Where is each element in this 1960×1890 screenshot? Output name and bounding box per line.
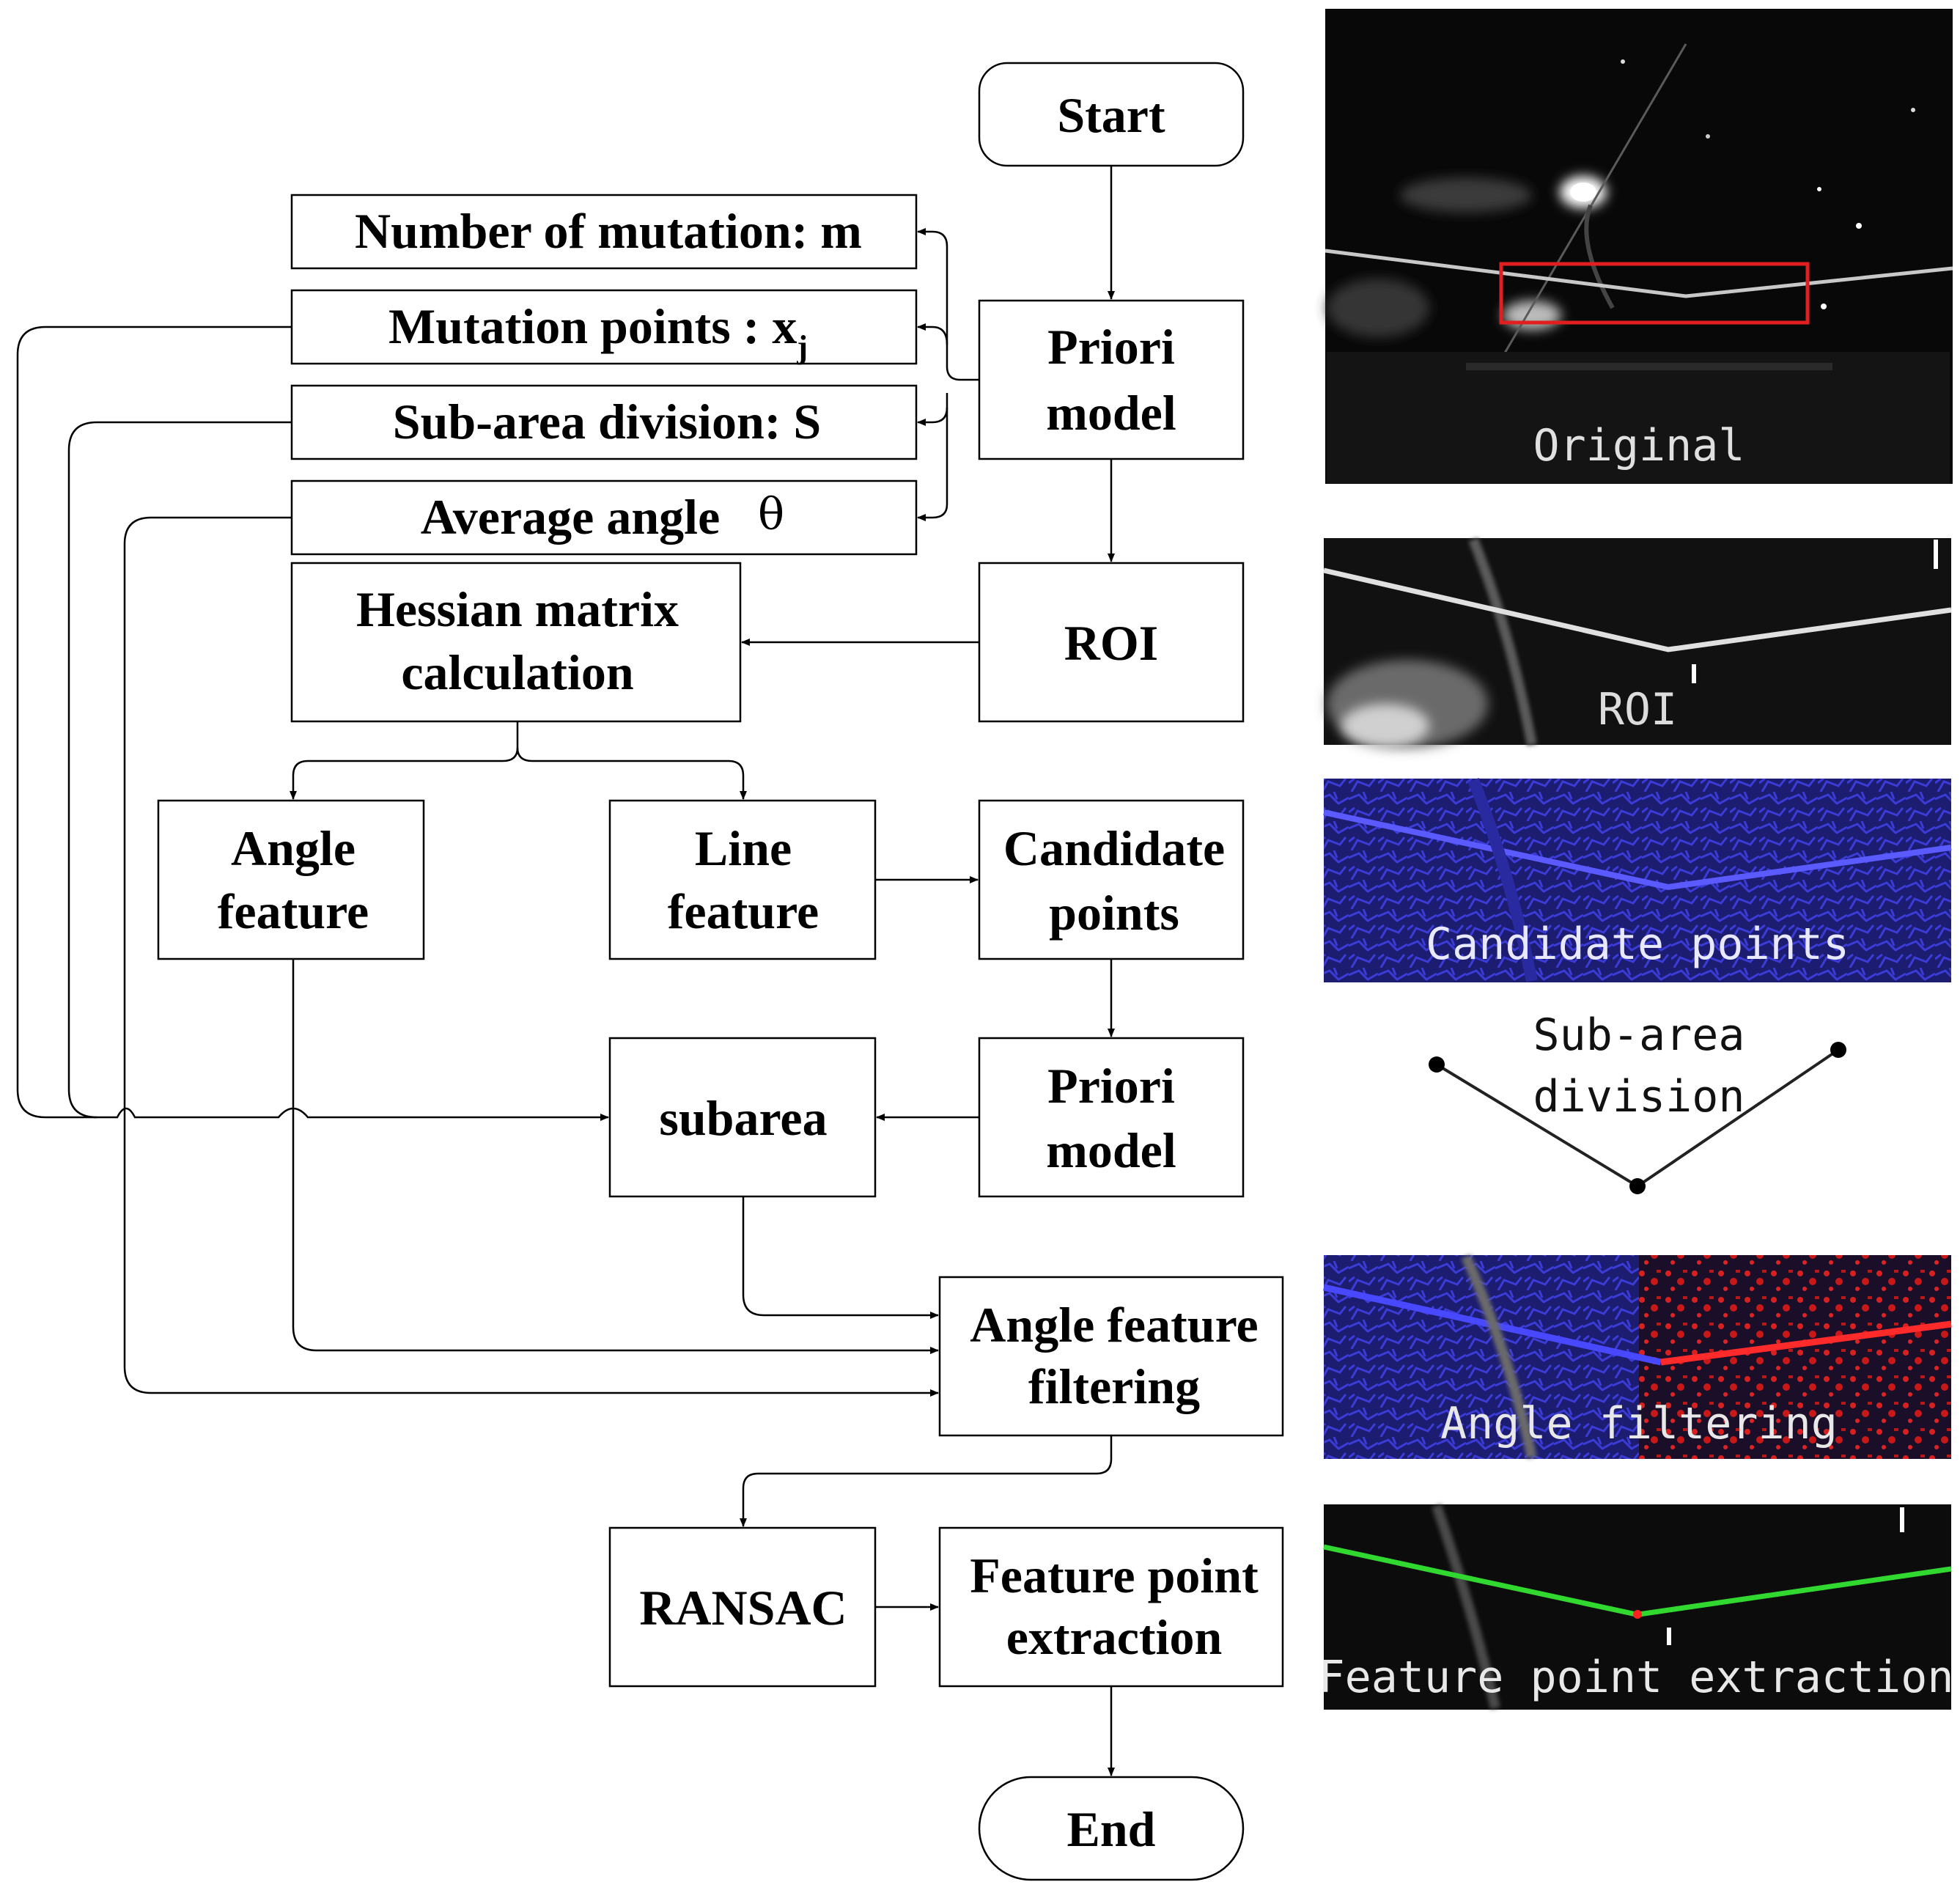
line-feature-node: Line feature: [608, 799, 877, 960]
svg-text:RANSAC: RANSAC: [639, 1580, 847, 1636]
number-of-mutation-box: Number of mutation: m: [290, 194, 918, 270]
svg-text:calculation: calculation: [401, 644, 633, 700]
edge-filtering-to-ransac: [740, 1435, 1113, 1527]
angle-filtering-image-panel: Angle filtering: [1323, 1254, 1952, 1459]
svg-text:Angle feature: Angle feature: [970, 1297, 1258, 1353]
original-image-panel: Original: [1325, 9, 1953, 484]
flowchart-edges: [16, 166, 1115, 1776]
svg-text:Line: Line: [695, 820, 792, 876]
edge-angle-feature-to-filtering: [292, 959, 939, 1354]
svg-text:Candidate: Candidate: [1003, 820, 1225, 876]
svg-text:feature: feature: [218, 883, 369, 939]
average-angle-box: Average angle θ: [290, 479, 918, 556]
svg-text:extraction: extraction: [1006, 1609, 1223, 1665]
svg-text:points: points: [1049, 885, 1179, 941]
mutation-points-box: Mutation points : xj: [290, 289, 918, 365]
sub-area-division-sketch: Sub-area division: [1429, 1010, 1846, 1194]
svg-text:Feature point: Feature point: [970, 1548, 1259, 1603]
svg-text:Angle: Angle: [231, 820, 355, 876]
priori-model-node-2: Priori model: [978, 1037, 1245, 1198]
edge-hessian-split: [290, 721, 519, 800]
svg-text:Average angle: Average angle: [421, 489, 721, 545]
svg-text:model: model: [1046, 385, 1176, 441]
subarea-node: subarea: [608, 1037, 877, 1198]
ransac-node: RANSAC: [608, 1526, 877, 1688]
svg-text:Number of mutation: m: Number of mutation: m: [355, 203, 862, 259]
svg-text:Sub-area division: S: Sub-area division: S: [393, 394, 821, 449]
roi-label: ROI: [1598, 684, 1677, 735]
svg-text:subarea: subarea: [659, 1090, 827, 1146]
roi-image-panel: ROI: [1323, 537, 1952, 748]
svg-text:ROI: ROI: [1064, 615, 1158, 671]
edge-sub-area-division-to-subarea: [67, 421, 292, 1119]
feature-point-extraction-image-panel: Feature point extraction: [1319, 1504, 1954, 1710]
edge-average-angle-to-filtering: [123, 516, 939, 1397]
mutation-points-label: Mutation points : x: [388, 298, 797, 354]
svg-text:Hessian matrix: Hessian matrix: [356, 581, 679, 637]
svg-text:Mutation points : xj: Mutation points : xj: [388, 298, 808, 365]
hessian-matrix-node: Hessian matrix calculation: [290, 562, 742, 723]
mutation-points-subscript: j: [796, 329, 808, 365]
end-node: End: [978, 1776, 1245, 1881]
candidate-points-node: Candidate points: [978, 799, 1245, 960]
roi-node: ROI: [978, 562, 1245, 723]
candidate-points-image-panel: Candidate points: [1323, 778, 1952, 982]
svg-text:feature: feature: [668, 883, 819, 939]
svg-text:model: model: [1046, 1122, 1176, 1178]
brace-priori-to-parameters: [917, 228, 979, 381]
svg-text:filtering: filtering: [1028, 1358, 1200, 1414]
sub-area-division-box: Sub-area division: S: [290, 384, 918, 460]
angle-feature-node: Angle feature: [157, 799, 425, 960]
angle-feature-filtering-node: Angle feature filtering: [938, 1276, 1284, 1437]
theta-symbol: θ: [758, 489, 784, 540]
svg-text:End: End: [1067, 1801, 1156, 1857]
svg-text:Priori: Priori: [1047, 1058, 1175, 1114]
priori-model-node-1: Priori model: [978, 299, 1245, 460]
original-label: Original: [1533, 420, 1745, 471]
sub-area-label-line-2: division: [1533, 1071, 1745, 1122]
feature-point-extraction-node: Feature point extraction: [938, 1526, 1284, 1688]
svg-text:Start: Start: [1057, 87, 1165, 143]
start-node: Start: [978, 62, 1245, 167]
roi-rectangle: [1499, 262, 1810, 325]
sub-area-label-line-1: Sub-area: [1533, 1010, 1745, 1061]
feature-point-extraction-label: Feature point extraction: [1319, 1652, 1954, 1703]
svg-text:Priori: Priori: [1047, 319, 1175, 375]
angle-filtering-label: Angle filtering: [1440, 1398, 1838, 1449]
candidate-points-label: Candidate points: [1426, 919, 1849, 970]
edge-mutation-points-to-subarea: [16, 326, 609, 1121]
edge-subarea-to-filtering: [742, 1196, 939, 1319]
